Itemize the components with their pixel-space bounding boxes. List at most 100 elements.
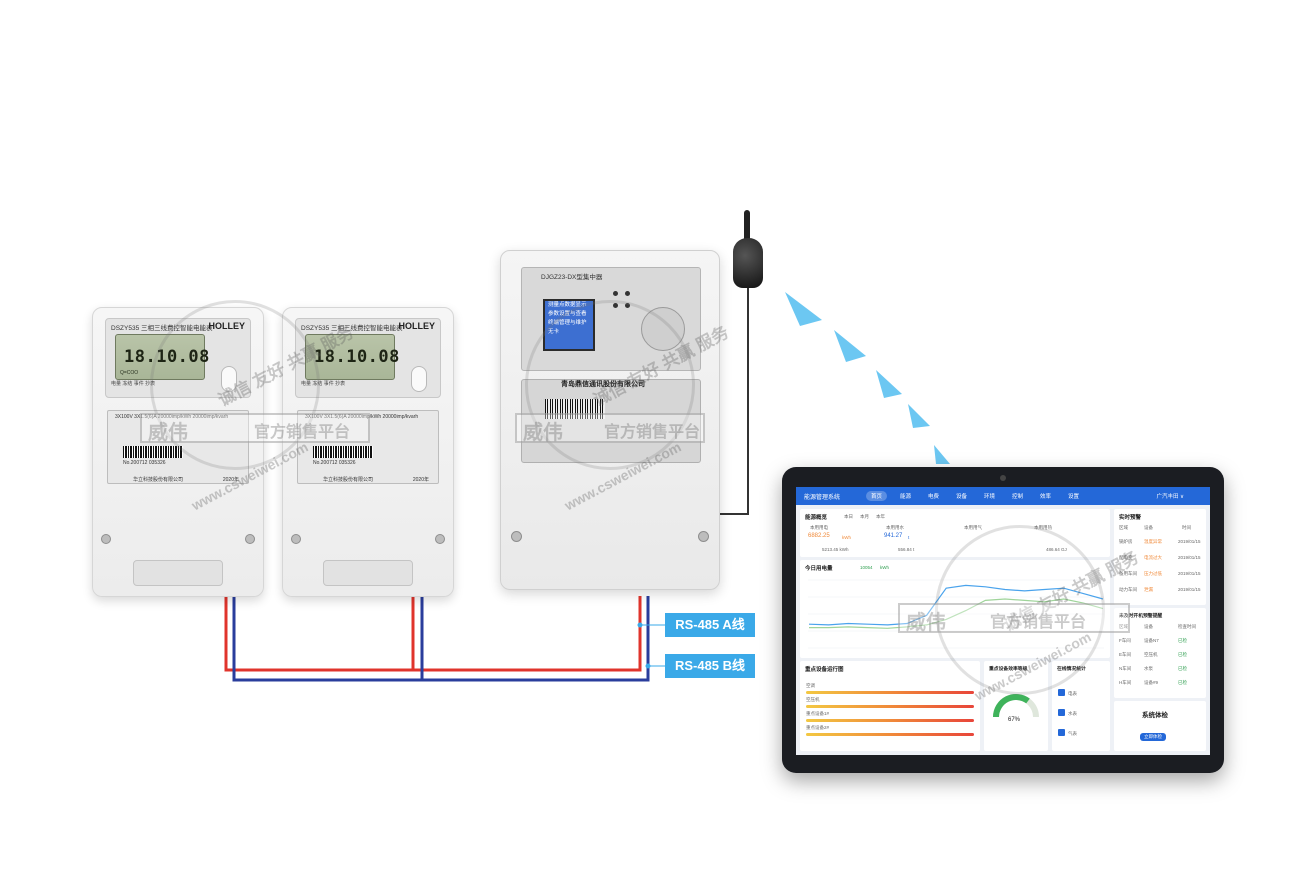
antenna-cable [720,288,749,515]
water-icon [1058,709,1065,716]
watermark-brand: 威伟 [148,422,188,444]
meter-year: 2020年 [412,477,429,483]
equipment-run-bar [806,691,974,694]
meter-brand-logo: HOLLEY [398,321,435,331]
watermark-banner [140,413,370,443]
maintenance-status: 已检 [1178,652,1187,657]
maintenance-status: 已检 [1178,638,1187,643]
status-led-icon [613,291,618,296]
maintenance-card: 未及时开机预警提醒 区域 设备 检查时间 F车间 设备N7 已检 E车间 空压机… [1114,608,1206,698]
today-power-unit: kWh [880,565,889,570]
alarm-col: 设备 [1144,525,1153,530]
alarm-device[interactable]: 压力过低 [1144,571,1162,576]
alarm-area: 锅炉房 [1119,539,1133,544]
watermark-seal [525,300,695,470]
realtime-alarm-card: 实时预警 区域 设备 时间 锅炉房 温度异常 2019/01/15 配电室 电流… [1114,509,1206,605]
kpi-value: 6882.25 [808,533,830,539]
camera-icon [1000,475,1006,481]
equipment-run-bar [806,705,974,708]
app-top-bar [796,487,1210,505]
kpi-value: 941.27 [884,533,903,539]
overview-title: 能源概览 [805,515,828,521]
nav-tab-efficiency[interactable]: 效率 [1040,494,1052,500]
efficiency-gauge-icon [993,694,1039,718]
meter-spec: 3X100V 3X1.5(6)A 20000imp/kWh 20000imp/k… [305,414,419,420]
nav-tab-settings[interactable]: 设置 [1068,494,1080,500]
rs485-a-label: RS-485 A线 [665,613,755,637]
watermark-tagline: 官方销售平台 [990,614,1087,631]
antenna-rod-icon [744,210,750,242]
watermark-tagline: 官方销售平台 [604,424,701,441]
wireless-signal-arrows [785,292,950,464]
system-checkup-card: 系统体检 立即体检 [1114,701,1206,751]
signal-arrow-1 [785,292,822,326]
alarm-area: 备用车间 [1119,571,1137,576]
alarm-time: 2019/01/15 [1178,571,1201,576]
equipment-row-label: 空压机 [806,697,820,702]
watermark-banner [515,413,705,443]
user-menu[interactable]: 广汽丰田 ∨ [1156,494,1184,500]
alarm-time: 2019/01/15 [1178,539,1201,544]
nav-tab-devices[interactable]: 设备 [956,494,968,500]
watermark-brand: 威伟 [523,422,563,444]
alarm-device[interactable]: 温度异常 [1144,539,1162,544]
meter-serial: No.200712 035326 [123,460,166,466]
nav-tab-electricity-fee[interactable]: 电费 [928,494,940,500]
kpi-unit: kWh [842,535,851,540]
meter-lcd-status: Q=COO [120,370,139,376]
monitor-item: 水表 [1068,711,1077,716]
kpi-prev: 556.84 t [898,547,915,552]
equipment-row-label: 空调 [806,683,815,688]
nav-tab-environment[interactable]: 环境 [984,494,996,500]
today-power-value: 10054 [860,565,873,570]
maintenance-device: 设备#9 [1144,680,1159,685]
nav-tab-control[interactable]: 控制 [1012,494,1024,500]
kpi-label: 本用用水 [886,525,904,530]
signal-arrow-5 [934,445,950,464]
maintenance-status: 已检 [1178,680,1187,685]
maintenance-col: 检查时间 [1178,624,1196,629]
maintenance-title: 未及时开机预警提醒 [1119,614,1163,619]
meter-button [411,366,427,392]
checkup-button[interactable]: 立即体检 [1140,733,1166,741]
signal-arrow-2 [834,330,866,362]
alarm-col: 时间 [1182,525,1191,530]
meter-model: DSZY535 三相三线费控智能电能表 [301,325,403,332]
meter-barcode [313,446,373,458]
nav-tab-home[interactable]: 首页 [866,491,888,501]
watermark-banner [898,603,1130,633]
signal-arrow-3 [876,370,902,398]
meter-icon [1058,689,1065,696]
screw-icon [101,534,111,544]
maintenance-area: E车间 [1119,652,1132,657]
screw-icon [435,534,445,544]
meter-button-labels: 电量 冻结 事件 抄表 [111,381,156,387]
overview-tab[interactable]: 本年 [876,514,885,519]
meter-manufacturer: 华立科技股份有限公司 [323,477,374,483]
alarm-device[interactable]: 电流过大 [1144,555,1162,560]
meter-model: DSZY535 三相三线费控智能电能表 [111,325,213,332]
nav-tab-energy[interactable]: 能源 [900,494,912,500]
signal-arrow-4 [908,404,930,428]
overview-tab[interactable]: 本日 [844,514,853,519]
screw-icon [245,534,255,544]
alarm-col: 区域 [1119,525,1128,530]
meter-terminal-cover [133,560,223,586]
alarm-area: 动力车间 [1119,587,1137,592]
equipment-run-bar [806,733,974,736]
today-power-title: 今日用电量 [805,566,833,572]
overview-tab[interactable]: 本月 [860,514,869,519]
alarm-device[interactable]: 泄漏 [1144,587,1153,592]
antenna-icon [733,238,763,288]
maintenance-area: H车间 [1119,680,1132,685]
alarm-area: 配电室 [1119,555,1133,560]
maintenance-status: 已检 [1178,666,1187,671]
monitor-item: 电表 [1068,691,1077,696]
efficiency-value: 67% [1008,717,1021,723]
kpi-prev: 5213.45 kWh [822,547,849,552]
meter-lcd: 18.10.08 [305,334,399,380]
screen-line: 测量点数据显示 [548,302,587,308]
rs485-b-wire [232,596,650,682]
